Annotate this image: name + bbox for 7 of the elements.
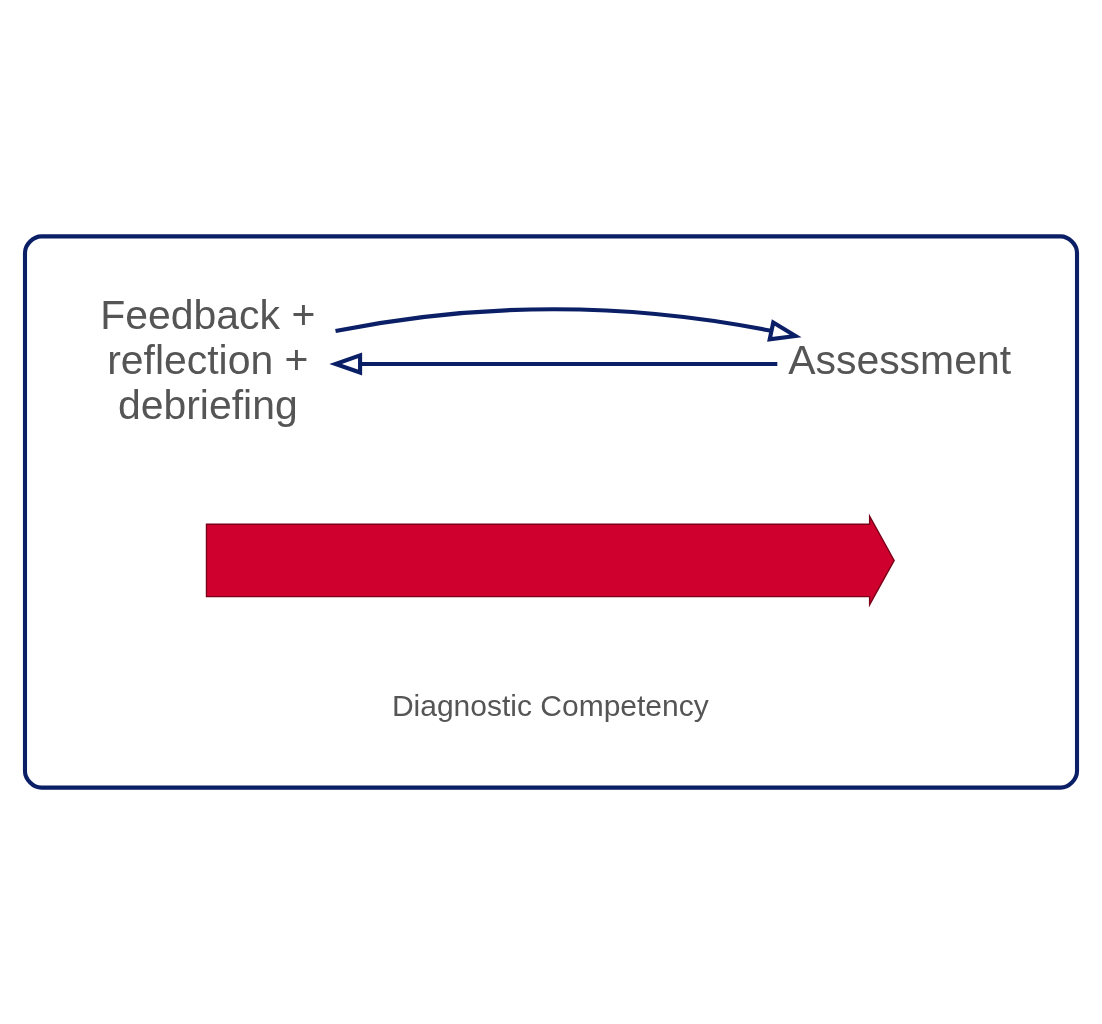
arrow — [329, 352, 778, 376]
cluster — [22, 234, 1080, 790]
node-text: Feedback + reflection + debriefing — [100, 292, 316, 429]
node-arrow — [205, 513, 895, 608]
arrow — [335, 307, 802, 342]
node-text: Assessment — [788, 337, 1012, 384]
node-label: Diagnostic Competency — [391, 689, 709, 723]
